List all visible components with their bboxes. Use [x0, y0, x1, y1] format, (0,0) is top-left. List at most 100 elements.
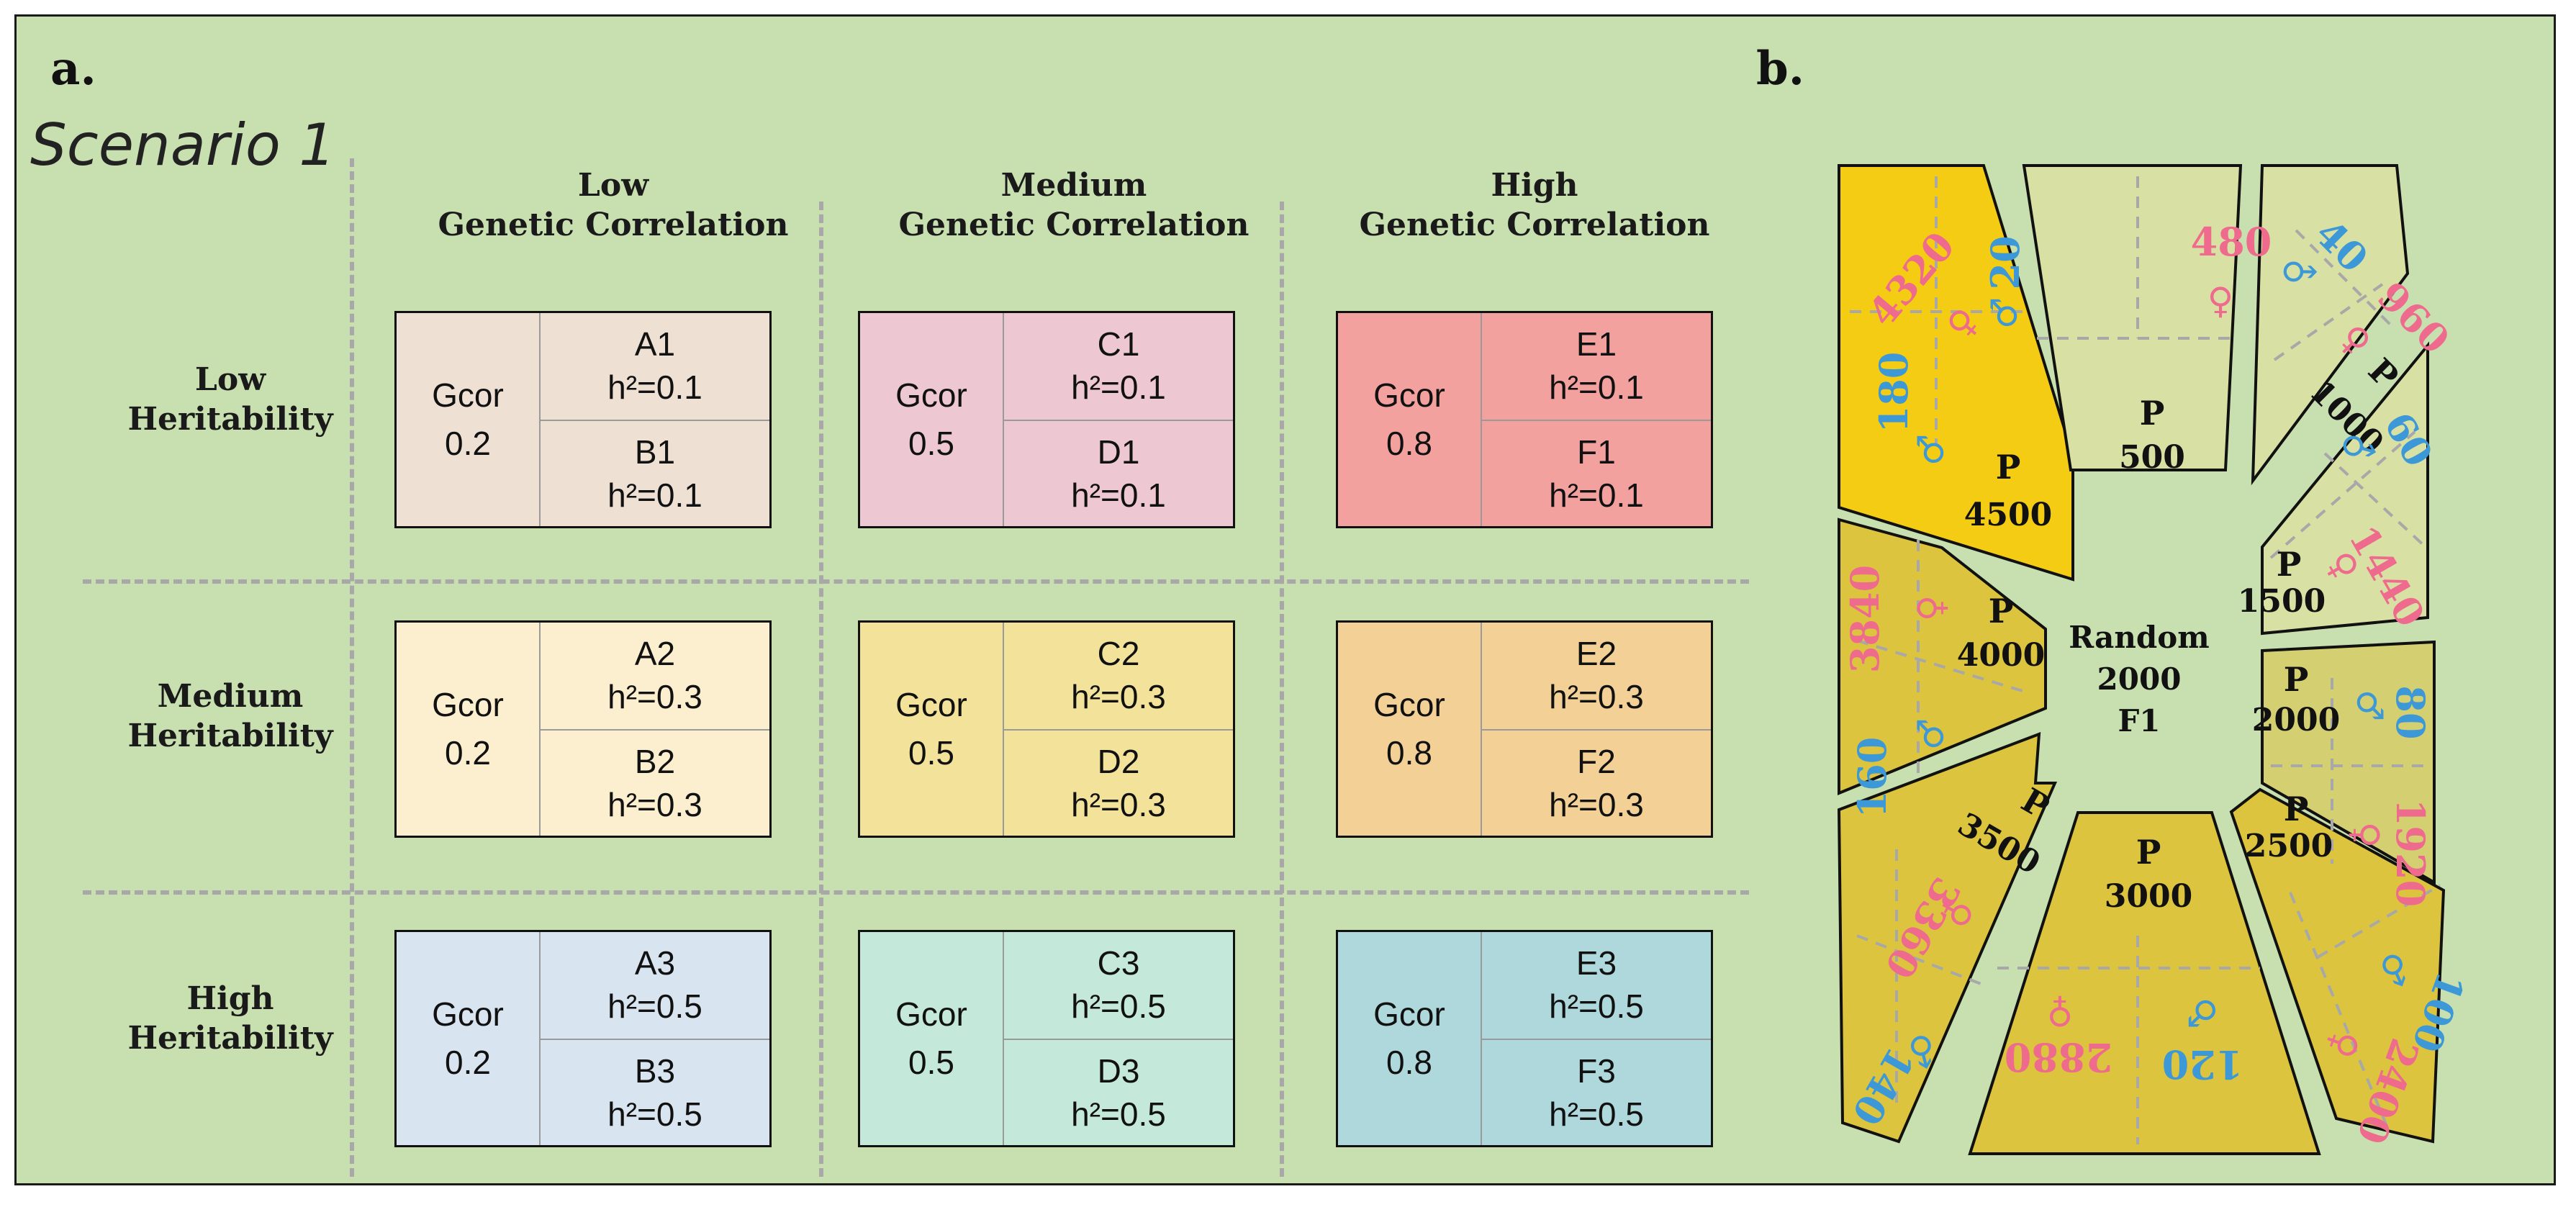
heritability-value: h²=0.3	[607, 678, 702, 715]
heritability-value: h²=0.5	[607, 1095, 702, 1133]
trait-name: D3	[1097, 1052, 1140, 1090]
segment-p-value: 2000	[2252, 702, 2340, 738]
gcor-block: Gcor 0.2	[397, 932, 541, 1145]
trait-name: A2	[634, 635, 676, 673]
segment-p4000	[1838, 517, 2047, 795]
male-symbol-icon: ♂	[2349, 690, 2391, 722]
gcor-label: Gcor	[1373, 995, 1445, 1034]
center-label-line2: 2000	[2097, 661, 2182, 697]
trait-name: A1	[634, 325, 676, 363]
gcor-label: Gcor	[1373, 686, 1445, 724]
segment-p-label: P	[2136, 833, 2161, 872]
column-header-line2: Genetic Correlation	[438, 207, 789, 243]
trait-name: D1	[1097, 433, 1140, 471]
gcor-value: 0.8	[1386, 734, 1432, 772]
population-structure-diagram: Random 2000 F1 P50020♂480♀P100040♂960♀P1…	[1837, 164, 2474, 1155]
gcor-label: Gcor	[895, 686, 967, 724]
segment-p2000	[2261, 640, 2436, 885]
heritability-value: h²=0.1	[1071, 369, 1166, 406]
gcor-label: Gcor	[432, 686, 504, 724]
gcor-label: Gcor	[432, 995, 504, 1034]
gcor-block: Gcor 0.8	[1338, 623, 1482, 836]
row-header-line2: Heritability	[127, 718, 333, 754]
segment-p-value: 3000	[2105, 878, 2192, 915]
grid-divider-vertical	[1280, 202, 1284, 1177]
male-count: 80	[2387, 685, 2433, 739]
heritability-value: h²=0.3	[1549, 678, 1644, 715]
male-count: 20	[1982, 235, 2028, 289]
gcor-label: Gcor	[895, 376, 967, 415]
heritability-value: h²=0.5	[1071, 987, 1166, 1025]
grid-divider-horizontal	[83, 579, 1749, 584]
segment-p500	[2022, 164, 2243, 471]
column-header-line2: Genetic Correlation	[1359, 207, 1710, 243]
segment-p-value: 2500	[2245, 828, 2333, 864]
trait-name: B2	[634, 743, 676, 781]
male-count: 120	[2162, 1041, 2243, 1088]
segment-p-label: P	[1996, 448, 2021, 487]
panel-b-label: b.	[1756, 42, 1805, 96]
gcor-value: 0.5	[908, 734, 954, 772]
column-header-line1: High	[1491, 167, 1578, 204]
segment-p1500	[2261, 341, 2429, 636]
trait-name: C1	[1097, 325, 1140, 363]
trait-top: A2 h²=0.3	[541, 623, 769, 731]
scenario-cell-a2-b2: Gcor 0.2 A2 h²=0.3 B2 h²=0.3	[394, 620, 772, 838]
trait-name: E1	[1576, 325, 1617, 363]
segment-p1000	[2251, 164, 2410, 486]
gcor-value: 0.2	[445, 425, 491, 462]
column-header-high: High Genetic Correlation	[1311, 166, 1758, 245]
gcor-label: Gcor	[1373, 376, 1445, 415]
gcor-value: 0.2	[445, 734, 491, 772]
male-count: 160	[1849, 737, 1895, 818]
segment-p-label: P	[2277, 545, 2302, 584]
gcor-value: 0.8	[1386, 425, 1432, 462]
female-symbol-icon: ♀	[2047, 992, 2074, 1034]
row-header-line2: Heritability	[127, 401, 333, 438]
female-count: 3840	[1842, 565, 1888, 673]
trait-name: F3	[1577, 1052, 1616, 1090]
row-header-line1: Low	[194, 361, 266, 398]
heritability-value: h²=0.1	[1549, 369, 1644, 406]
trait-bottom: F2 h²=0.3	[1482, 731, 1711, 837]
trait-name: C2	[1097, 635, 1140, 673]
column-header-low: Low Genetic Correlation	[390, 166, 836, 245]
segment-p-value: 4000	[1957, 637, 2045, 674]
gcor-value: 0.2	[445, 1044, 491, 1081]
heritability-value: h²=0.3	[1549, 786, 1644, 823]
row-header-line1: Medium	[157, 678, 304, 715]
male-symbol-icon: ♂	[2187, 992, 2219, 1034]
trait-top: C1 h²=0.1	[1004, 313, 1233, 421]
column-header-line2: Genetic Correlation	[898, 207, 1249, 243]
trait-name: F1	[1577, 433, 1616, 471]
female-count: 2880	[2005, 1034, 2112, 1080]
female-count: 480	[2191, 219, 2272, 265]
column-header-line1: Low	[577, 167, 649, 204]
segment-p-label: P	[1989, 592, 2014, 630]
trait-bottom: B2 h²=0.3	[541, 731, 769, 837]
heritability-value: h²=0.3	[607, 786, 702, 823]
grid-divider-vertical	[819, 202, 823, 1177]
trait-name: F2	[1577, 743, 1616, 781]
row-header-high: High Heritability	[108, 979, 353, 1058]
heritability-value: h²=0.3	[1071, 786, 1166, 823]
segment-p-label: P	[2284, 790, 2309, 828]
trait-name: A3	[634, 944, 676, 982]
